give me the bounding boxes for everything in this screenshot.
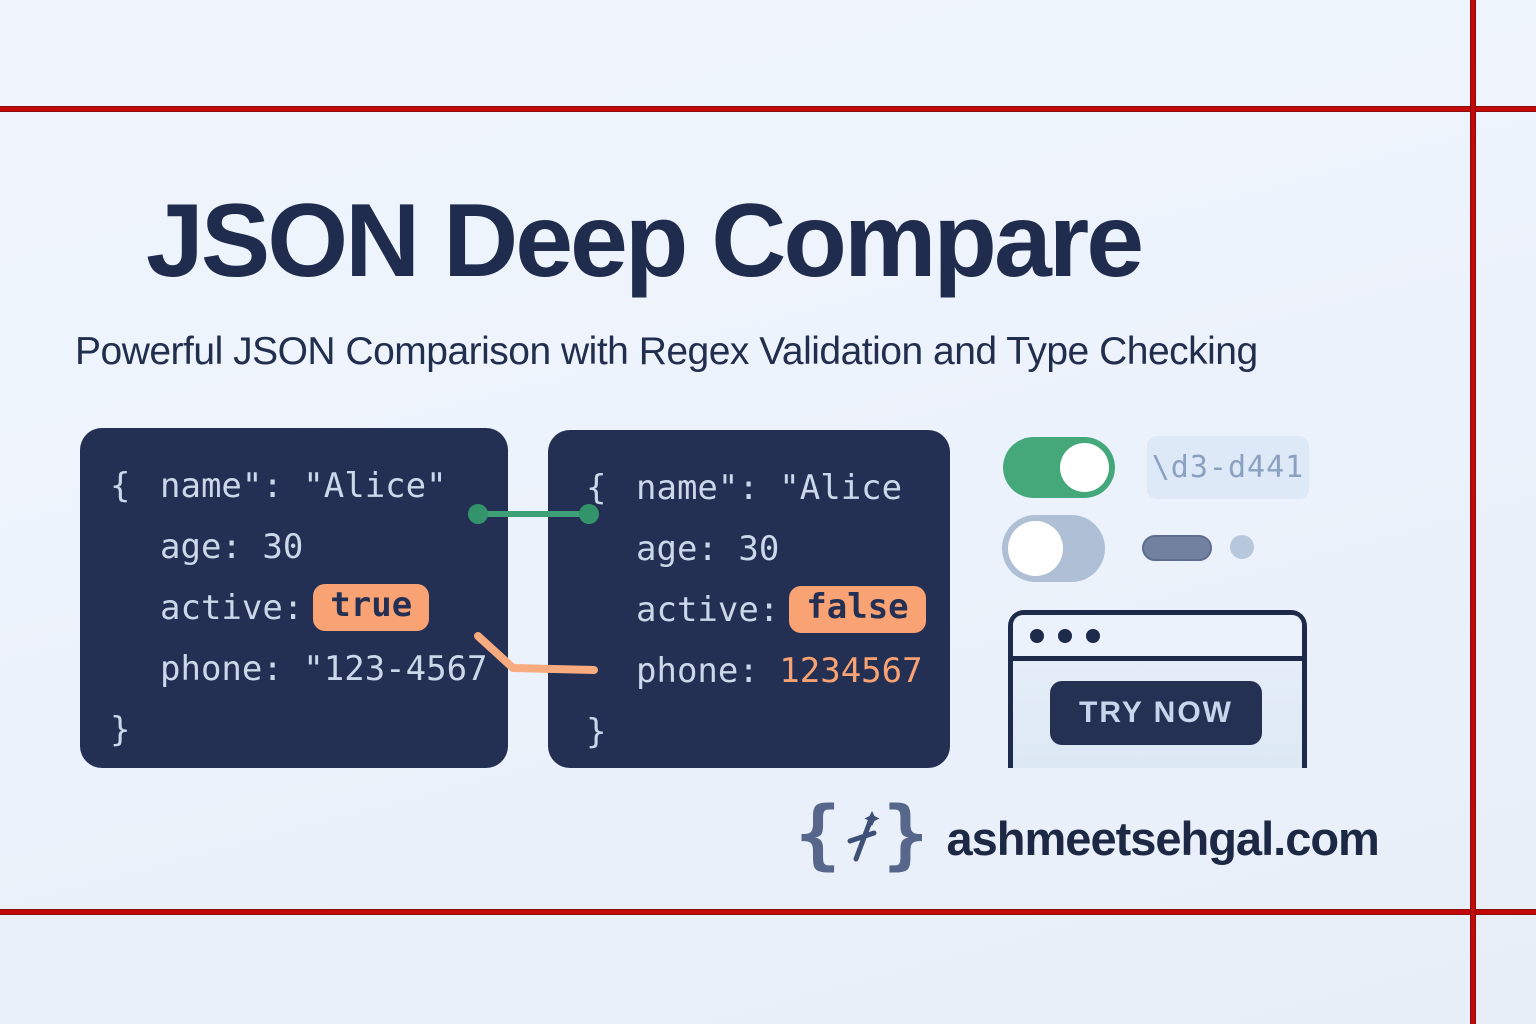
red-guide-line-top	[0, 106, 1536, 112]
code-text: active:	[160, 587, 304, 628]
browser-dot	[1086, 628, 1100, 643]
domain-text: ashmeetsehgal.com	[946, 811, 1380, 865]
code-text: phone:	[636, 650, 780, 691]
code-line: active:false	[586, 579, 950, 640]
toggle-off[interactable]	[1002, 515, 1105, 582]
code-text: phone:	[160, 648, 304, 689]
code-text: "123-4567	[303, 648, 488, 689]
red-guide-line-bottom	[0, 909, 1536, 915]
red-guide-line-right	[1470, 0, 1476, 1024]
code-line: active:true	[110, 577, 508, 638]
toggle-knob	[1008, 521, 1063, 576]
code-line: { name": "Alice"	[110, 455, 508, 516]
status-dot	[1230, 535, 1254, 559]
close-brace: }	[110, 709, 131, 750]
diff-value-text: 1234567	[779, 650, 923, 691]
brand-footer: { } ashmeetsehgal.com	[795, 789, 1380, 880]
close-brace: }	[586, 711, 607, 752]
code-text: name": "Alice	[636, 467, 903, 508]
toggle-on[interactable]	[1003, 437, 1115, 498]
json-panel-left: { name": "Alice" age: 30 active:true phon…	[80, 428, 508, 768]
open-brace: {	[586, 467, 607, 508]
false-badge: false	[789, 585, 926, 634]
browser-dot	[1030, 628, 1044, 643]
code-line: phone: 1234567	[586, 640, 950, 701]
code-line: }	[586, 701, 950, 762]
json-panel-right: { name": "Alice age: 30 active:false phon…	[548, 430, 950, 768]
true-badge: true	[313, 583, 430, 632]
code-line: { name": "Alice	[586, 457, 950, 518]
browser-dot	[1058, 628, 1072, 643]
code-text: age: 30	[160, 526, 304, 567]
logo-close-brace: }	[882, 789, 929, 878]
code-line: age: 30	[586, 518, 950, 579]
dagger-icon	[847, 811, 880, 862]
logo-open-brace: {	[795, 789, 841, 878]
open-brace: {	[110, 465, 131, 506]
toggle-knob	[1060, 443, 1109, 492]
regex-pattern-badge: \d3-d441	[1147, 436, 1309, 499]
code-line: }	[110, 699, 508, 760]
code-text: name": "Alice"	[160, 465, 447, 506]
browser-title-bar	[1013, 615, 1302, 661]
code-text: active:	[636, 589, 780, 630]
slider-pill	[1142, 535, 1212, 561]
try-now-button[interactable]: TRY NOW	[1050, 681, 1262, 745]
code-text: age: 30	[636, 528, 780, 569]
page-title: JSON Deep Compare	[146, 183, 1144, 299]
code-line: age: 30	[110, 516, 508, 577]
code-line: phone: "123-4567	[110, 638, 508, 699]
page-subtitle: Powerful JSON Comparison with Regex Vali…	[75, 330, 1258, 373]
browser-window: TRY NOW	[1008, 610, 1307, 768]
